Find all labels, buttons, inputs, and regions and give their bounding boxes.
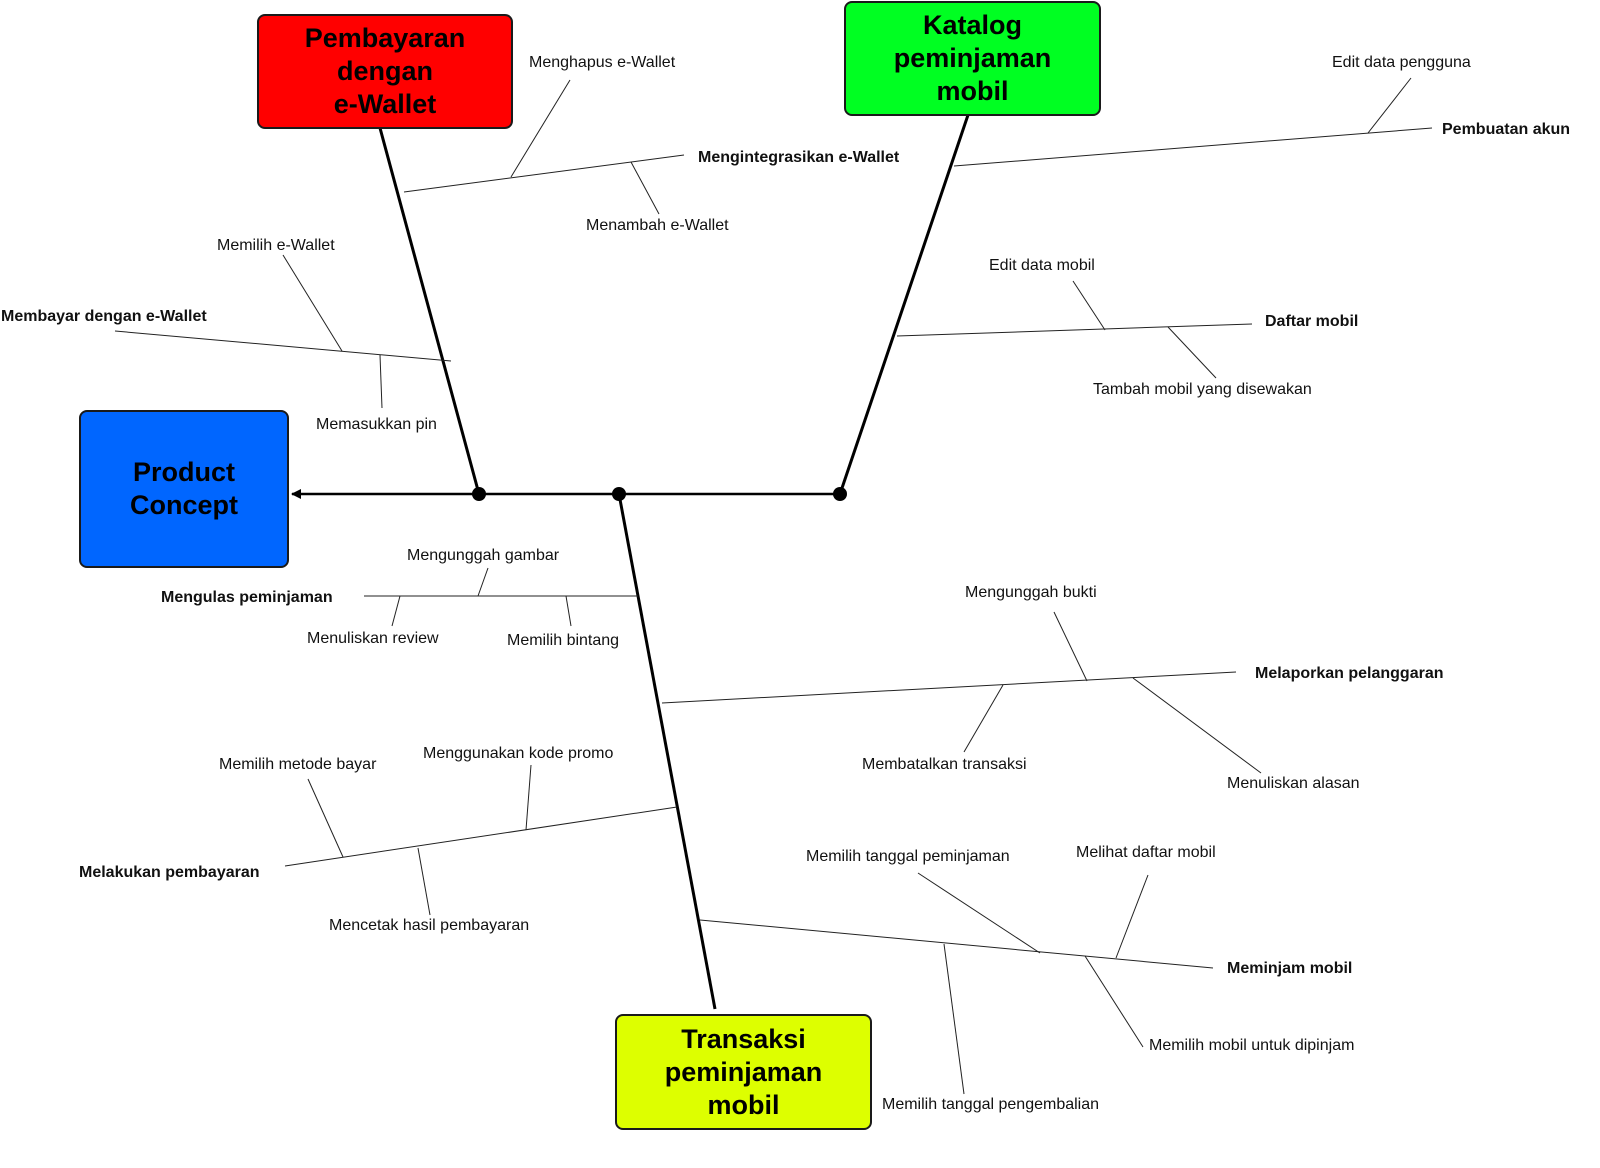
twig-mengunggah-bukti (1053, 611, 1088, 682)
junction-dot-katalog (833, 487, 847, 501)
box-pembayaran-ewallet: Pembayaran dengan e-Wallet (257, 14, 513, 129)
branch-daftar-mobil (896, 323, 1253, 337)
twig-menuliskan-alasan (1132, 677, 1262, 774)
label-menuliskan-alasan: Menuliskan alasan (1227, 775, 1360, 792)
bone-transaksi (617, 493, 717, 1010)
twig-memilih-mobil (1084, 955, 1144, 1048)
bone-ewallet (378, 127, 481, 495)
twig-menambah (630, 161, 660, 215)
twig-edit-data-mobil (1072, 280, 1106, 331)
branch-membayar (114, 330, 452, 362)
twig-menuliskan-review (391, 595, 401, 627)
twig-tanggal-peminjaman (917, 872, 1041, 954)
label-memilih-metode-bayar: Memilih metode bayar (219, 756, 377, 773)
twig-tambah-mobil (1167, 326, 1217, 379)
branch-mengintegrasikan (403, 154, 685, 193)
label-mencetak-hasil: Mencetak hasil pembayaran (329, 917, 529, 934)
label-menghapus-ewallet: Menghapus e-Wallet (529, 54, 676, 71)
twig-memilih-ewallet (282, 254, 343, 352)
label-pembuatan-akun: Pembuatan akun (1442, 121, 1570, 138)
label-melihat-daftar-mobil: Melihat daftar mobil (1076, 844, 1216, 861)
junction-dot-transaksi (612, 487, 626, 501)
twig-mengunggah-gambar (477, 567, 489, 597)
twig-menghapus (510, 79, 571, 178)
label-mengunggah-gambar: Mengunggah gambar (407, 547, 560, 564)
branch-meminjam-mobil (699, 919, 1214, 969)
twig-mencetak (417, 847, 431, 916)
label-memilih-tanggal-pengembalian: Memilih tanggal pengembalian (882, 1096, 1099, 1113)
twig-kode-promo (525, 764, 532, 831)
twig-membatalkan (963, 684, 1004, 753)
bone-katalog (838, 114, 970, 495)
label-menuliskan-review: Menuliskan review (307, 630, 439, 647)
twig-memasukkan-pin (379, 354, 383, 409)
box-product-concept: Product Concept (79, 410, 289, 568)
label-menambah-ewallet: Menambah e-Wallet (586, 217, 729, 234)
label-memasukkan-pin: Memasukkan pin (316, 416, 437, 433)
twig-melihat-daftar (1115, 874, 1149, 959)
twig-edit-data-pengguna (1367, 77, 1412, 134)
branch-melakukan-pembayaran (284, 806, 678, 867)
label-mengulas-peminjaman: Mengulas peminjaman (161, 589, 333, 606)
twig-memilih-bintang (565, 595, 572, 627)
label-membayar-ewallet: Membayar dengan e-Wallet (1, 308, 207, 325)
branch-pembuatan-akun (953, 127, 1433, 167)
label-melakukan-pembayaran: Melakukan pembayaran (79, 864, 260, 881)
branch-melaporkan (661, 671, 1237, 704)
label-mengintegrasikan-ewallet: Mengintegrasikan e-Wallet (698, 149, 900, 166)
label-tambah-mobil: Tambah mobil yang disewakan (1093, 381, 1312, 398)
label-memilih-mobil-untuk-dipinjam: Memilih mobil untuk dipinjam (1149, 1037, 1354, 1054)
twig-memilih-metode (307, 778, 344, 858)
junction-dot-ewallet (472, 487, 486, 501)
label-mengunggah-bukti: Mengunggah bukti (965, 584, 1097, 601)
box-transaksi-peminjaman: Transaksi peminjaman mobil (615, 1014, 872, 1130)
box-katalog-peminjaman: Katalog peminjaman mobil (844, 1, 1101, 116)
twig-tanggal-pengembalian (943, 943, 965, 1095)
label-membatalkan-transaksi: Membatalkan transaksi (862, 756, 1027, 773)
label-memilih-ewallet: Memilih e-Wallet (217, 237, 335, 254)
label-daftar-mobil: Daftar mobil (1265, 313, 1358, 330)
label-memilih-bintang: Memilih bintang (507, 632, 619, 649)
label-edit-data-mobil: Edit data mobil (989, 257, 1095, 274)
label-menggunakan-kode-promo: Menggunakan kode promo (423, 745, 613, 762)
label-meminjam-mobil: Meminjam mobil (1227, 960, 1352, 977)
label-memilih-tanggal-peminjaman: Memilih tanggal peminjaman (806, 848, 1010, 865)
label-edit-data-pengguna: Edit data pengguna (1332, 54, 1471, 71)
label-melaporkan-pelanggaran: Melaporkan pelanggaran (1255, 665, 1444, 682)
